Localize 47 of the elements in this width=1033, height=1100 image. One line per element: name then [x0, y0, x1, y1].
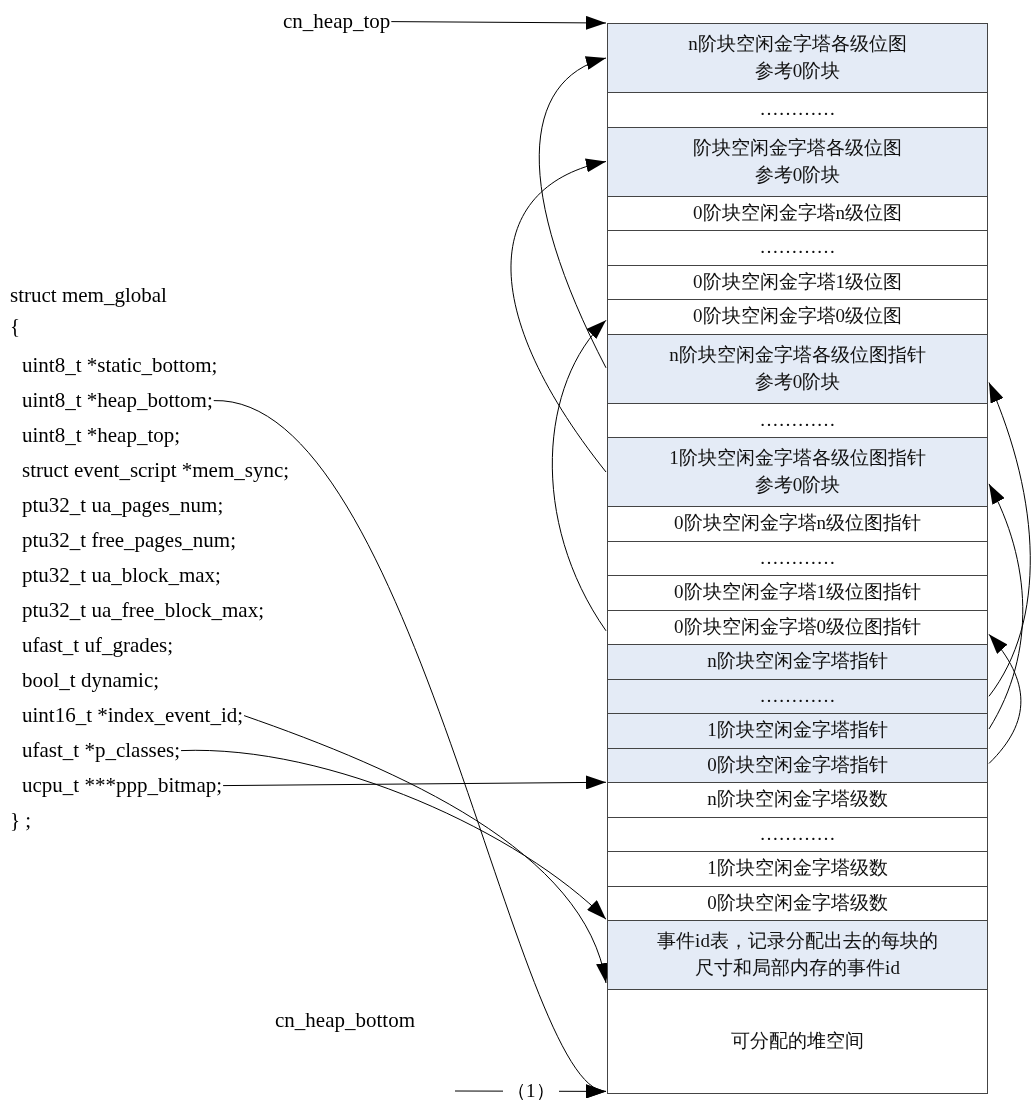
memory-row: n阶块空闲金字塔各级位图指针参考0阶块 — [607, 333, 988, 404]
memory-row: 0阶块空闲金字塔0级位图指针 — [607, 609, 988, 645]
code-line: bool_t dynamic; — [22, 668, 160, 694]
code-line: ptu32_t ua_block_max; — [22, 563, 221, 589]
memory-row: 1阶块空闲金字塔指针 — [607, 713, 988, 749]
memory-row: ………… — [607, 230, 988, 266]
memory-row: 0阶块空闲金字塔级数 — [607, 885, 988, 921]
code-line: uint8_t *heap_bottom; — [22, 388, 213, 414]
code-line: ptu32_t free_pages_num; — [22, 528, 237, 554]
memory-row: ………… — [607, 540, 988, 576]
code-line: } ; — [10, 808, 32, 834]
memory-row: 0阶块空闲金字塔n级位图 — [607, 195, 988, 231]
memory-row: 0阶块空闲金字塔1级位图 — [607, 264, 988, 300]
code-line: uint8_t *static_bottom; — [22, 353, 218, 379]
code-line: struct event_script *mem_sync; — [22, 458, 290, 484]
code-line: ptu32_t ua_free_block_max; — [22, 598, 264, 624]
arrow — [988, 633, 1022, 764]
code-line: ptu32_t ua_pages_num; — [22, 493, 224, 519]
memory-row: 0阶块空闲金字塔指针 — [607, 747, 988, 783]
memory-row: 1阶块空闲金字塔各级位图指针参考0阶块 — [607, 437, 988, 507]
memory-row: 0阶块空闲金字塔n级位图指针 — [607, 506, 988, 542]
memory-row: 阶块空闲金字塔各级位图参考0阶块 — [607, 126, 988, 197]
arrow — [988, 382, 1031, 697]
memory-row: n阶块空闲金字塔指针 — [607, 644, 988, 680]
code-line: ufast_t *p_classes; — [22, 738, 181, 764]
pointer-label: cn_heap_top — [283, 9, 391, 35]
memory-row: 1阶块空闲金字塔级数 — [607, 851, 988, 887]
memory-row: ………… — [607, 678, 988, 714]
code-line: uint8_t *heap_top; — [22, 423, 181, 449]
arrow — [538, 57, 607, 369]
arrow — [988, 483, 1024, 730]
memory-row: ………… — [607, 402, 988, 438]
code-line: struct mem_global — [10, 283, 167, 309]
memory-row: 事件id表，记录分配出去的每块的尺寸和局部内存的事件id — [607, 920, 988, 990]
code-line: ufast_t uf_grades; — [22, 633, 174, 659]
code-line: ucpu_t ***ppp_bitmap; — [22, 773, 223, 799]
code-line: { — [10, 314, 21, 340]
arrow — [510, 160, 607, 473]
memory-row: ………… — [607, 92, 988, 128]
arrow — [390, 15, 607, 30]
memory-row: 0阶块空闲金字塔0级位图 — [607, 299, 988, 335]
memory-row: n阶块空闲金字塔各级位图参考0阶块 — [607, 23, 988, 93]
memory-row: 0阶块空闲金字塔1级位图指针 — [607, 575, 988, 611]
code-line: uint16_t *index_event_id; — [22, 703, 244, 729]
memory-row: 可分配的堆空间 — [607, 989, 988, 1094]
memory-row: n阶块空闲金字塔级数 — [607, 782, 988, 818]
memory-row: ………… — [607, 816, 988, 852]
